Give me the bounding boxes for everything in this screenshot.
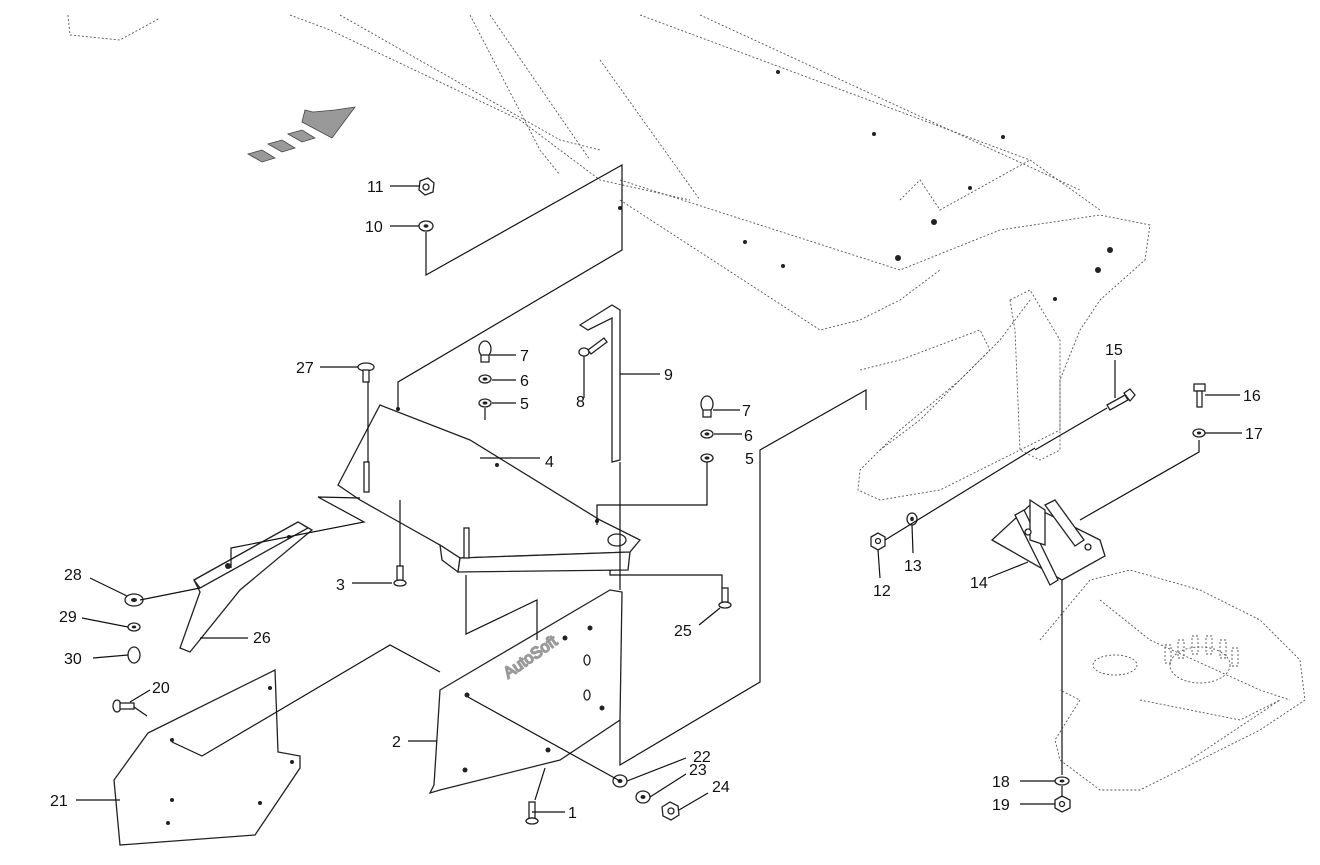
washer-6a-icon <box>478 374 492 384</box>
bolt-1-icon <box>525 801 539 825</box>
callout-10: 10 <box>365 219 383 236</box>
callout-5a: 5 <box>520 396 529 413</box>
nut-11-icon <box>418 177 435 196</box>
assembly-lines <box>133 163 1200 801</box>
callout-14: 14 <box>970 575 988 592</box>
callout-13: 13 <box>904 558 922 575</box>
washer-23-icon <box>635 790 651 804</box>
bolt-cluster <box>1164 635 1239 667</box>
eye-bolt-7b-icon <box>700 395 714 418</box>
part-26-bracket <box>179 521 314 653</box>
callout-4: 4 <box>545 454 554 471</box>
nut-24-icon <box>661 801 680 821</box>
callout-29: 29 <box>59 609 77 626</box>
callout-27: 27 <box>296 360 314 377</box>
part-14-mount-bracket <box>990 498 1106 586</box>
part-21-shield <box>113 668 301 846</box>
nut-19-icon <box>1054 795 1071 813</box>
callout-12: 12 <box>873 583 891 600</box>
washer-29-icon <box>127 622 141 632</box>
washer-5a-icon <box>478 398 492 408</box>
callout-7b: 7 <box>742 403 751 420</box>
washer-5b-icon <box>700 453 714 463</box>
callout-3: 3 <box>336 577 345 594</box>
washer-10-icon <box>418 220 434 232</box>
leader-lines <box>76 185 1242 813</box>
part-4-plate <box>337 404 642 574</box>
bolt-20-icon <box>112 699 135 713</box>
callout-24: 24 <box>712 779 730 796</box>
callout-6b: 6 <box>744 428 753 445</box>
callout-7a: 7 <box>520 348 529 365</box>
callout-16: 16 <box>1243 388 1261 405</box>
washer-18-icon <box>1054 776 1070 786</box>
bolt-16-icon <box>1193 383 1206 408</box>
callout-28: 28 <box>64 567 82 584</box>
nut-30-icon <box>127 646 141 664</box>
bolt-3-icon <box>393 565 407 587</box>
washer-17-icon <box>1192 428 1206 438</box>
callout-20: 20 <box>152 680 170 697</box>
callout-labels: 11 10 27 7 6 5 8 9 4 7 6 5 3 25 2 1 22 2… <box>50 179 1263 822</box>
callout-1: 1 <box>568 805 577 822</box>
callout-11: 11 <box>367 179 384 196</box>
callout-23: 23 <box>689 762 707 779</box>
eye-bolt-7a-icon <box>478 340 492 363</box>
part-9-pin <box>578 304 621 463</box>
part-2-plate <box>428 589 623 795</box>
callout-18: 18 <box>992 774 1010 791</box>
nut-12-icon <box>870 532 886 551</box>
travel-direction-arrow-icon <box>246 106 356 163</box>
callout-22: 22 <box>693 749 711 766</box>
bolt-27-icon <box>357 362 375 383</box>
bolt-15-icon <box>1106 388 1136 411</box>
callout-17: 17 <box>1245 426 1263 443</box>
callout-26: 26 <box>253 630 271 647</box>
callout-21: 21 <box>50 793 68 810</box>
machine-frame <box>67 14 1306 791</box>
callout-6a: 6 <box>520 373 529 390</box>
callout-15: 15 <box>1105 342 1123 359</box>
bolt-25-icon <box>718 587 732 609</box>
washer-6b-icon <box>700 429 714 439</box>
hardware <box>112 177 1206 825</box>
callout-9: 9 <box>664 367 673 384</box>
callout-2: 2 <box>392 734 401 751</box>
callout-25: 25 <box>674 623 692 640</box>
callout-8: 8 <box>576 394 585 411</box>
callout-19: 19 <box>992 797 1010 814</box>
callout-5b: 5 <box>745 451 754 468</box>
key-8-icon <box>578 337 608 357</box>
callout-30: 30 <box>64 651 82 668</box>
